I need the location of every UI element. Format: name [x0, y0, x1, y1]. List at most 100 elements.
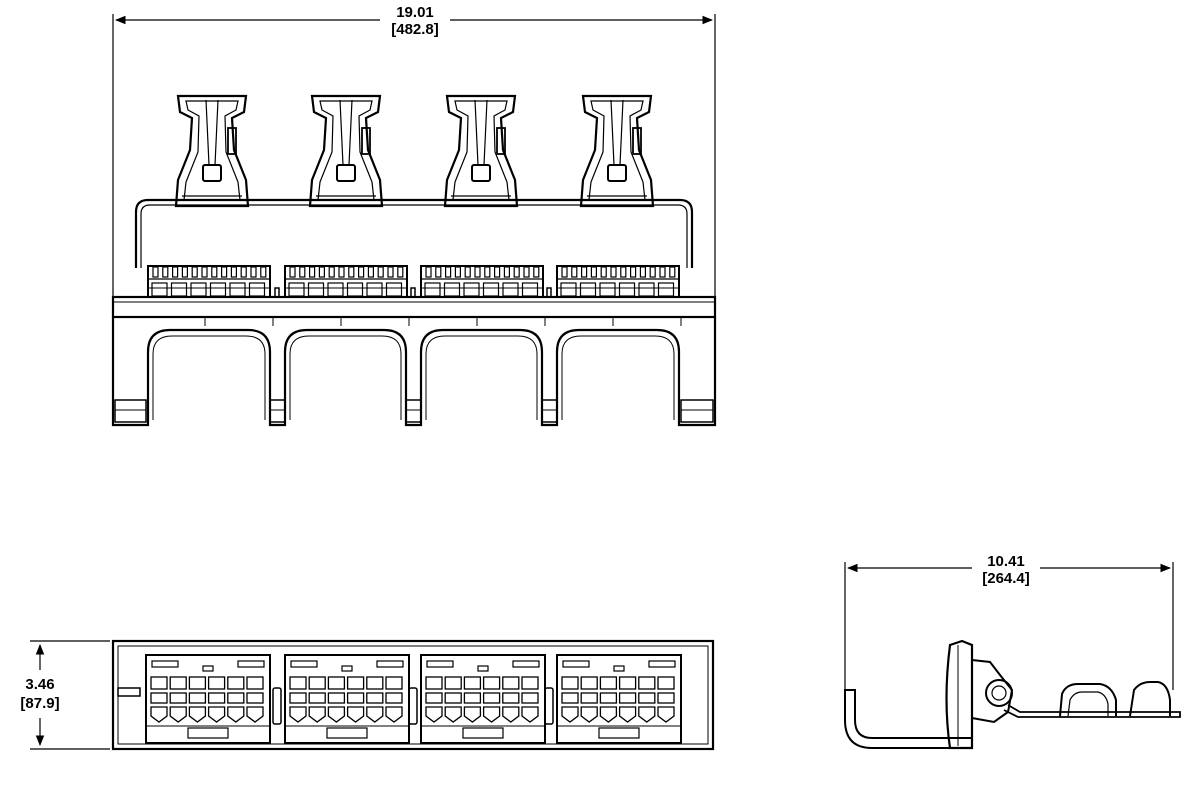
front-port-top [580, 676, 598, 690]
frame-foot-5 [680, 399, 714, 423]
front-port-top [618, 676, 637, 690]
clip-latch [336, 164, 356, 182]
front-port-top [366, 676, 384, 690]
front-port-mid [207, 692, 226, 704]
frame-foot-4 [541, 399, 558, 423]
strip-tooth [494, 266, 501, 278]
strip-tooth [669, 266, 676, 278]
front-port-latch [227, 706, 245, 723]
front-port-mid [618, 692, 637, 704]
front-jack-module-2 [284, 654, 410, 744]
side-clip-2 [1129, 681, 1171, 717]
strip-tooth [338, 266, 345, 278]
front-jack-module-3 [420, 654, 546, 744]
front-module-center-mark [341, 665, 353, 672]
strip-post-1 [274, 287, 280, 298]
side-clip-1-inner [1067, 691, 1109, 717]
front-port-mid [425, 692, 443, 704]
clip-latch [471, 164, 491, 182]
front-port-latch [346, 706, 365, 723]
front-port-mid [580, 692, 598, 704]
clip-rib-left [205, 99, 210, 166]
front-port-latch [327, 706, 346, 723]
front-port-top [346, 676, 365, 690]
front-port-mid [482, 692, 501, 704]
width-dimension: 19.01 [482.8] [112, 4, 716, 300]
front-port-latch [207, 706, 226, 723]
clip-inner [317, 100, 375, 201]
front-port-mid [150, 692, 168, 704]
top-view: 19.01 [482.8] [111, 4, 717, 427]
front-module-center-mark [202, 665, 214, 672]
front-panel-outline [111, 639, 715, 751]
strip-tooth [629, 266, 637, 278]
clip-rib-left [474, 99, 479, 166]
mounting-frame [111, 317, 717, 427]
strip-post-2 [410, 287, 416, 298]
side-jack-inner [991, 685, 1007, 701]
front-module-label-left [151, 660, 179, 668]
front-module-outline [556, 654, 682, 744]
front-port-top [599, 676, 618, 690]
front-port-latch [521, 706, 539, 723]
front-port-mid [308, 692, 326, 704]
clip-outline [443, 94, 519, 208]
strip-cell [618, 282, 636, 297]
strip-tooth [387, 266, 394, 278]
strip-tooth [367, 266, 374, 278]
strip-cell [521, 282, 539, 297]
front-port-mid [169, 692, 187, 704]
front-port-latch [366, 706, 384, 723]
front-port-latch [599, 706, 618, 723]
strip-outline [147, 265, 271, 298]
front-port-top [308, 676, 326, 690]
front-port-mid [246, 692, 264, 704]
front-module-label-right [512, 660, 540, 668]
front-port-mid [502, 692, 520, 704]
front-port-top [207, 676, 226, 690]
front-port-mid [561, 692, 579, 704]
front-port-top [385, 676, 403, 690]
strip-outline [556, 265, 680, 298]
cable-bar [134, 198, 694, 268]
front-port-latch [618, 706, 637, 723]
strip-tooth [454, 266, 461, 278]
top-jack-modules [147, 265, 680, 298]
strip-tooth [445, 266, 452, 278]
front-port-top [482, 676, 501, 690]
strip-cell [638, 282, 655, 297]
front-port-latch [188, 706, 207, 723]
front-port-top [227, 676, 245, 690]
top-jack-strip-3 [420, 265, 544, 298]
front-port-latch [425, 706, 443, 723]
cable-bar-inner [140, 204, 688, 268]
depth-inches-label: 10.41 [987, 553, 1025, 570]
strip-outline [284, 265, 408, 298]
width-mm-label: [482.8] [391, 21, 439, 38]
clip-rib-right [619, 99, 624, 166]
clip-tab [632, 127, 642, 155]
strip-cell [366, 282, 383, 297]
strip-tooth [397, 266, 404, 278]
front-port-mid [188, 692, 207, 704]
panel-plate [111, 295, 717, 319]
strip-tooth [181, 266, 188, 278]
strip-cell [463, 282, 480, 297]
clip-outline [579, 94, 655, 208]
strip-tooth [659, 266, 666, 278]
front-port-top [425, 676, 443, 690]
front-label-slot [117, 687, 141, 697]
frame-arch-2 [289, 335, 402, 420]
strip-tooth [425, 266, 432, 278]
strip-tooth [561, 266, 568, 278]
clip-rib-left [610, 99, 615, 166]
front-jack-module-4 [556, 654, 682, 744]
strip-tooth [503, 266, 510, 278]
front-module-center-mark [613, 665, 625, 672]
front-port-latch [289, 706, 307, 723]
strip-cell [307, 282, 325, 297]
front-port-latch [657, 706, 675, 723]
strip-tooth [580, 266, 588, 278]
front-port-mid [385, 692, 403, 704]
